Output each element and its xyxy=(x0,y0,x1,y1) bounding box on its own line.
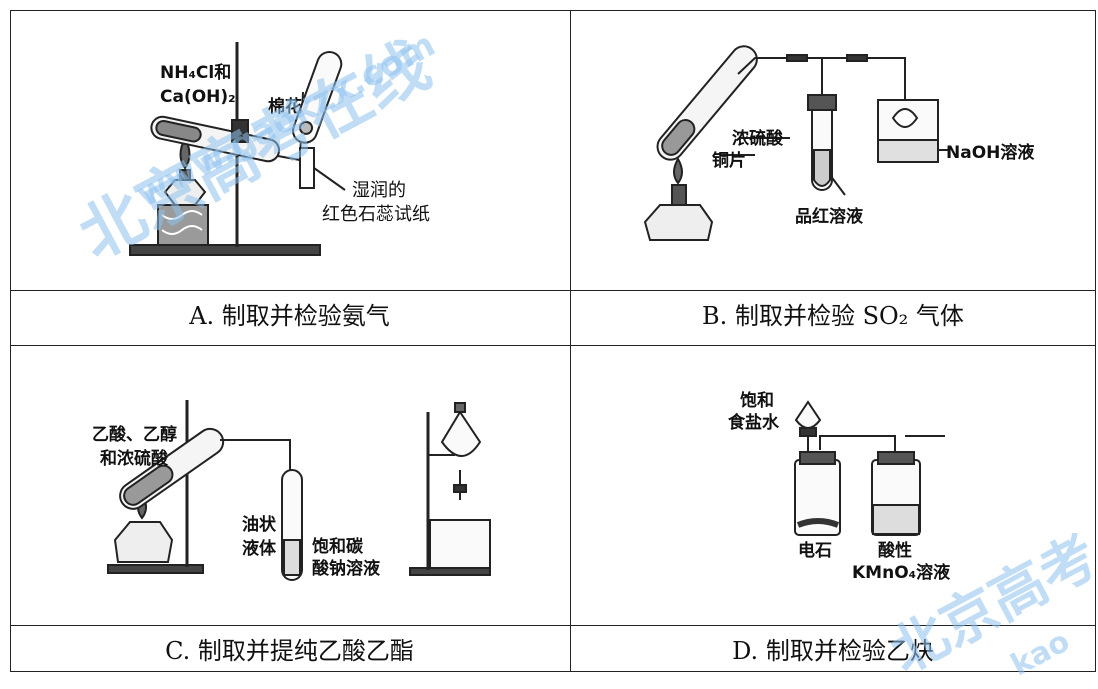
panel-c-apparatus xyxy=(107,400,491,581)
panel-a-reagent-label-1: NH₄Cl和 xyxy=(160,63,232,83)
panel-a-apparatus xyxy=(129,42,346,256)
panel-d-kmno4-label-1: 酸性 xyxy=(878,541,912,561)
panel-c-carbonate-label-2: 酸钠溶液 xyxy=(312,559,380,579)
panel-c-reagent-label-2: 和浓硫酸 xyxy=(100,449,168,469)
panel-b-apparatus xyxy=(643,45,950,241)
column-divider xyxy=(570,11,571,671)
panel-b-caption: B. 制取并检验 SO₂ 气体 xyxy=(702,302,964,330)
panel-c-carbonate-label-1: 饱和碳 xyxy=(312,537,363,557)
panel-d-carbide-label: 电石 xyxy=(798,541,832,561)
panel-a-paper-label-2: 红色石蕊试纸 xyxy=(322,204,430,225)
row-divider-c xyxy=(11,625,1095,626)
panel-a-paper-label-1: 湿润的 xyxy=(352,180,406,201)
panel-a-caption: A. 制取并检验氨气 xyxy=(189,302,390,330)
panel-d-apparatus xyxy=(794,400,945,536)
panel-b-copper-label: 铜片 xyxy=(712,151,746,171)
panel-d-kmno4-label-2: KMnO₄溶液 xyxy=(852,563,951,583)
panel-d-caption: D. 制取并检验乙炔 xyxy=(732,637,934,665)
panel-c-caption: C. 制取并提纯乙酸乙酯 xyxy=(165,637,414,665)
panel-b-naoh-label: NaOH溶液 xyxy=(946,143,1035,163)
panel-d-brine-label-1: 饱和 xyxy=(740,391,774,411)
panel-d-brine-label-2: 食盐水 xyxy=(728,413,779,433)
panel-c-oily-label-2: 液体 xyxy=(242,539,276,559)
row-divider-b xyxy=(11,345,1095,346)
panel-b-acid-label: 浓硫酸 xyxy=(732,129,783,149)
panel-a-reagent-label-2: Ca(OH)₂ xyxy=(160,87,236,107)
panel-b-indicator-label: 品红溶液 xyxy=(795,207,863,227)
panel-c-reagent-label-1: 乙酸、乙醇 xyxy=(92,425,177,445)
row-divider-a xyxy=(11,290,1095,291)
panel-c-oily-label-1: 油状 xyxy=(242,515,276,535)
panel-a-cotton-label: 棉花 xyxy=(268,97,302,117)
question-table xyxy=(10,10,1096,672)
